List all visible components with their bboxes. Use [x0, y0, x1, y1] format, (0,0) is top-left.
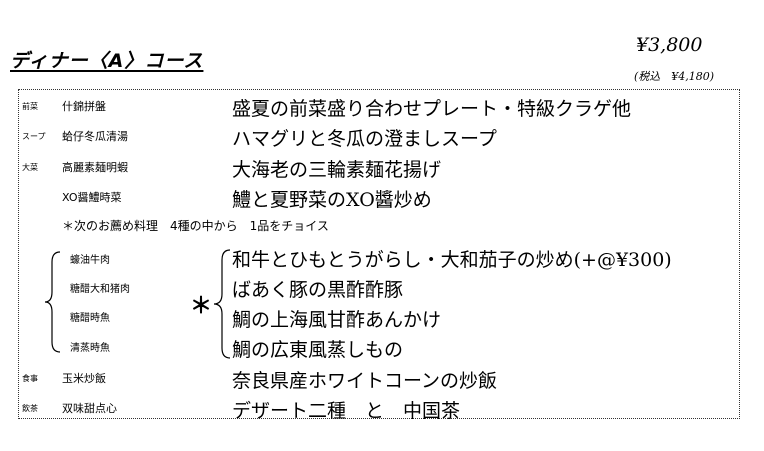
menu-item-japanese-name: 鱧と夏野菜のXO醬炒め	[232, 189, 432, 211]
menu-item-category: 大菜	[22, 163, 38, 172]
course-price: ¥3,800	[636, 34, 703, 56]
price-tax-note: (税込 ¥4,180)	[634, 70, 715, 83]
menu-item-category: 食事	[22, 374, 38, 383]
right-brace	[213, 249, 231, 359]
menu-item-chinese-name: XO醤鱧時菜	[62, 191, 122, 204]
menu-item-japanese-name: 奈良県産ホワイトコーンの炒飯	[232, 370, 498, 392]
menu-item-chinese-name: 什錦拼盤	[62, 100, 106, 113]
left-brace	[44, 251, 61, 353]
menu-item-chinese-name: 蛤仔冬瓜清湯	[62, 130, 128, 143]
course-title: ディナー〈A〉コース	[10, 50, 204, 72]
menu-item-japanese-name: 大海老の三輪素麺花揚げ	[232, 159, 442, 181]
choice-item-chinese-name: 糖醋大和猪肉	[70, 284, 130, 295]
choice-item-japanese-name: 鯛の上海風甘酢あんかけ	[232, 309, 442, 331]
menu-item-japanese-name: デザート二種 と 中国茶	[232, 400, 461, 422]
choice-item-japanese-name: 和牛とひもとうがらし・大和茄子の炒め(+@¥300)	[232, 249, 672, 271]
menu-box	[18, 89, 740, 419]
choice-asterisk: ＊	[190, 294, 213, 319]
menu-item-japanese-name: ハマグリと冬瓜の澄ましスープ	[232, 128, 497, 150]
choice-item-chinese-name: 清蒸時魚	[70, 343, 110, 354]
choice-item-japanese-name: ばあく豚の黒酢酢豚	[232, 279, 404, 301]
menu-item-chinese-name: 高麗素麺明蝦	[62, 161, 128, 174]
choice-item-chinese-name: 糖醋時魚	[70, 313, 110, 324]
menu-item-category: 飲茶	[22, 404, 38, 413]
menu-item-chinese-name: 双味甜点心	[62, 402, 117, 415]
menu-item-chinese-name: 玉米炒飯	[62, 372, 106, 385]
choice-note: ＊次のお薦め料理 4種の中から 1品をチョイス	[62, 219, 329, 233]
choice-item-chinese-name: 蠔油牛肉	[70, 255, 110, 266]
menu-item-category: スープ	[22, 132, 46, 141]
menu-item-category: 前菜	[22, 102, 38, 111]
choice-item-japanese-name: 鯛の広東風蒸しもの	[232, 339, 404, 361]
menu-item-japanese-name: 盛夏の前菜盛り合わせプレート・特級クラゲ他	[232, 98, 632, 120]
